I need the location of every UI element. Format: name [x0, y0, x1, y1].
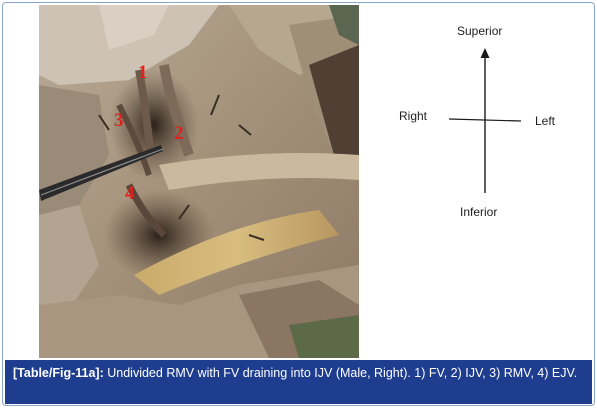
arrow-up-icon — [480, 48, 490, 58]
caption-text: Undivided RMV with FV draining into IJV … — [107, 366, 578, 380]
label-fv-number: 1 — [138, 62, 148, 83]
orientation-superior: Superior — [457, 24, 503, 38]
label-ejv-number: 4 — [125, 183, 135, 204]
dissection-photo: 1 2 3 4 — [39, 5, 359, 358]
label-rmv-number: 3 — [114, 110, 124, 131]
label-ijv-number: 2 — [174, 123, 184, 144]
orientation-left: Left — [535, 114, 556, 128]
orientation-compass — [448, 48, 522, 193]
figure-caption: [Table/Fig-11a]: Undivided RMV with FV d… — [5, 360, 592, 404]
orientation-inferior: Inferior — [460, 205, 498, 219]
orientation-right: Right — [399, 109, 428, 123]
dissection-image — [39, 5, 359, 358]
caption-tag: [Table/Fig-11a]: — [13, 366, 104, 380]
